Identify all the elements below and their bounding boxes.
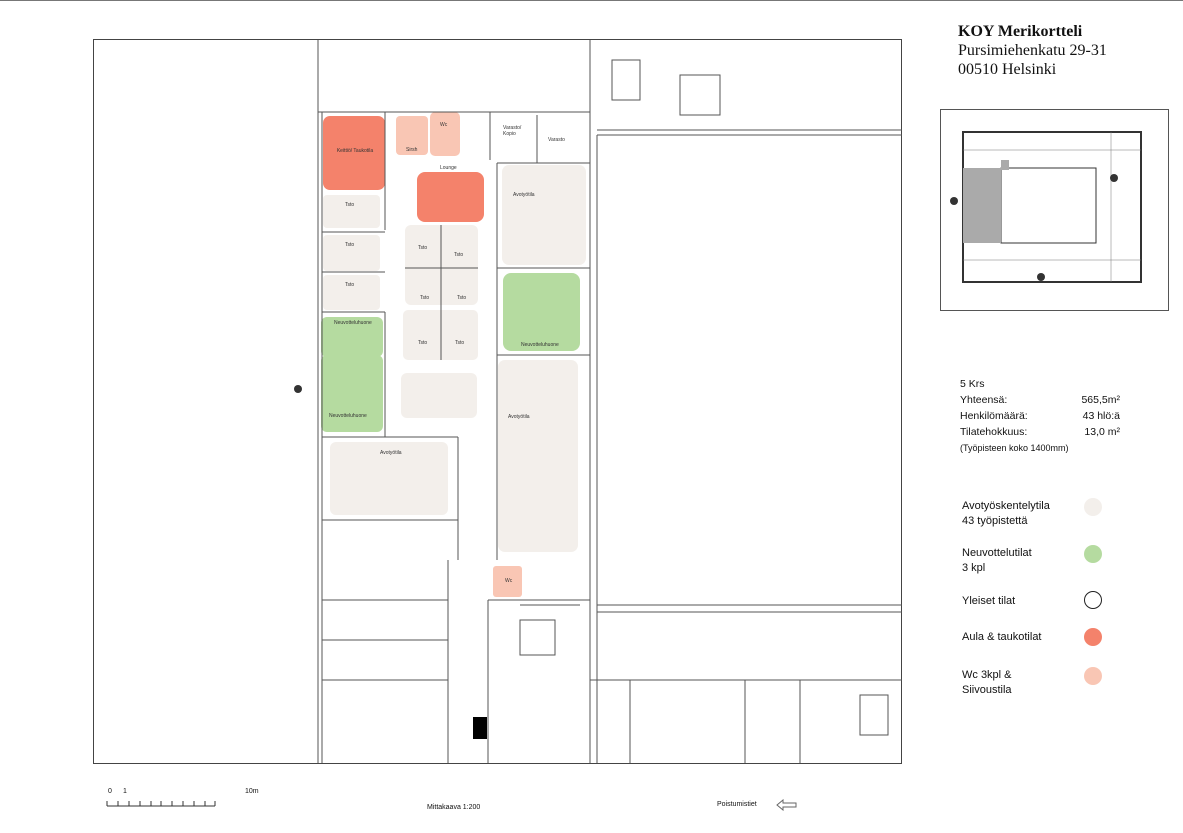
legend-item: Yleiset tilat (962, 595, 1016, 607)
room-meeting: Neuvotteluhuone (329, 413, 367, 419)
workstation-note: (Työpisteen koko 1400mm) (960, 443, 1069, 453)
street: Pursimiehenkatu 29-31 (958, 42, 1107, 59)
efficiency-label: Tilatehokkuus: (960, 426, 1028, 438)
legend-swatch-meeting (1084, 545, 1102, 563)
persons-value: 43 hlö:ä (1082, 410, 1120, 422)
legend-swatch-lounge (1084, 628, 1102, 646)
zone-wc (430, 112, 460, 156)
entrance-marker (294, 385, 302, 393)
zone-kitchen (323, 116, 385, 190)
total-value: 565,5m² (1081, 394, 1120, 406)
room-kitchen: Keittiö/ Taukotila (336, 148, 374, 154)
room-office: Tsto (455, 340, 465, 346)
elevator-block (473, 717, 487, 739)
total-label: Yhteensä: (960, 394, 1008, 406)
floor-number: 5 Krs (960, 378, 985, 390)
room-office: Tsto (420, 295, 430, 301)
zone-meeting (321, 355, 383, 432)
zone-lounge (417, 172, 484, 222)
room-office: Tsto (345, 282, 355, 288)
scale-bar (106, 801, 216, 807)
room-wc: Wc (440, 122, 448, 128)
legend-swatch-open (1084, 498, 1102, 516)
zone-office (323, 275, 380, 310)
room-open-3: Avotyötila (380, 450, 402, 456)
efficiency-value: 13,0 m² (1084, 426, 1120, 438)
legend-item: Aula & taukotilat (962, 631, 1042, 643)
zone-office (323, 195, 380, 228)
room-storage-copy: Varasto/ Kopio (503, 125, 522, 137)
room-office: Tsto (454, 252, 464, 258)
key-map (940, 109, 1169, 311)
scale-one: 1 (123, 788, 127, 795)
room-office: Tsto (345, 242, 355, 248)
room-meeting: Neuvotteluhuone (521, 342, 559, 348)
floor-plan (93, 39, 902, 764)
zone-meeting (321, 317, 383, 357)
zone-open (330, 442, 448, 515)
floor-stats: 5 Krs Yhteensä: 565,5m² Henkilömäärä: 43 h… (960, 376, 1120, 456)
room-lounge: Lounge (440, 165, 457, 171)
room-storage: Varasto (548, 137, 565, 143)
persons-label: Henkilömäärä: (960, 410, 1028, 422)
room-office: Tsto (418, 245, 428, 251)
room-office: Tsto (418, 340, 428, 346)
zone-office (323, 235, 380, 271)
room-wc-2: Wc (505, 578, 513, 584)
exit-arrow-icon (776, 799, 797, 811)
zone-meeting (503, 273, 580, 351)
room-sirsh: Sirsh (406, 147, 418, 153)
zone-table (401, 373, 477, 418)
city: 00510 Helsinki (958, 61, 1057, 78)
top-border (0, 0, 1183, 1)
zone-sirsh (396, 116, 428, 155)
zone-open (502, 165, 586, 265)
legend-swatch-common (1084, 591, 1102, 609)
building-name: KOY Merikortteli (958, 23, 1083, 40)
walls (317, 40, 902, 763)
room-office: Tsto (345, 202, 355, 208)
zone-wc-2 (493, 566, 522, 597)
room-open-2: Avotyötila (508, 414, 530, 420)
legend-item: Wc 3kpl &Siivoustila (962, 669, 1012, 696)
zones (321, 112, 586, 597)
zone-open (498, 360, 578, 552)
scale-start: 0 (108, 788, 112, 795)
room-office: Tsto (457, 295, 467, 301)
exits-label: Poistumistiet (717, 801, 757, 808)
scale-text: Mittakaava 1:200 (427, 804, 481, 811)
scale-end: 10m (245, 788, 259, 795)
room-meeting: Neuvotteluhuone (334, 320, 372, 326)
address-block: KOY Merikortteli Pursimiehenkatu 29-31 0… (958, 22, 1107, 79)
room-open-1: Avotyötila (513, 192, 535, 198)
legend-swatch-wc (1084, 667, 1102, 685)
